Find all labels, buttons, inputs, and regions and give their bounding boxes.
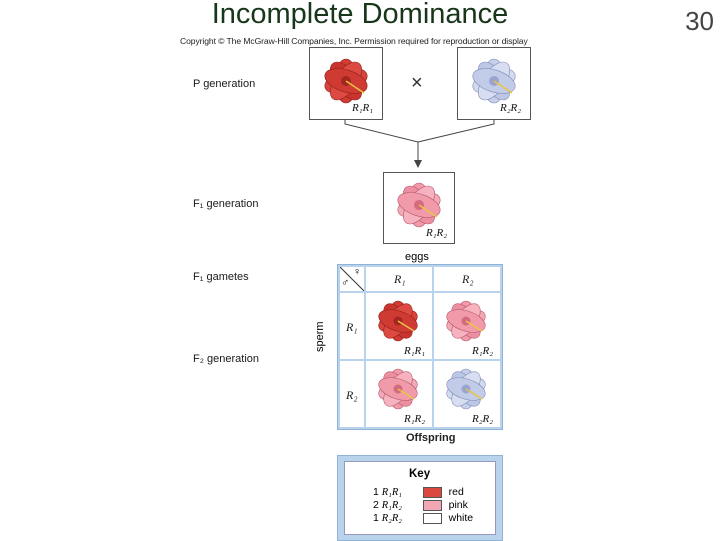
key-genotype: R₁R₂ [381, 500, 402, 511]
offspring-cell-r2r2: R₂R₂ [434, 361, 500, 427]
key-genotype: R₁R₁ [381, 487, 402, 498]
pink-swatch [422, 499, 442, 511]
offspring-cell-r1r1: R₁R₁ [366, 293, 432, 359]
key-row-pink: 2 R₁R₂ pink [373, 499, 468, 511]
p-generation-label: P generation [193, 78, 256, 90]
f1-pink-flower: R₁R₂ [383, 172, 455, 244]
key-phenotype: red [448, 486, 464, 498]
key-count: 1 [373, 486, 379, 498]
offspring-cell-r1r2-a: R₁R₂ [434, 293, 500, 359]
pink-flower-icon [446, 300, 486, 342]
pink-flower-icon [397, 182, 441, 228]
eggs-label: eggs [405, 251, 429, 263]
copyright-notice: Copyright © The McGraw-Hill Companies, I… [180, 36, 528, 46]
sperm-header-r2: R₂ [340, 361, 364, 427]
cross-symbol: × [411, 72, 423, 94]
sperm-label: sperm [314, 321, 326, 352]
key-count: 2 [373, 499, 379, 511]
red-parent-flower: R₁R₁ [309, 47, 383, 120]
phenotype-key: Key 1 R₁R₁ red 2 R₁R₂ pink 1 R₂R₂ white [337, 455, 503, 541]
red-parent-genotype: R₁R₁ [352, 102, 374, 114]
egg-header-r1: R₁ [366, 267, 432, 291]
white-flower-icon [472, 58, 516, 104]
offspring-label: Offspring [406, 432, 456, 444]
slide-number: 30 [685, 6, 714, 36]
key-count: 1 [373, 512, 379, 524]
white-parent-flower: R₂R₂ [457, 47, 531, 120]
egg-header-r2: R₂ [434, 267, 500, 291]
f2-generation-label: F₂ generation [193, 353, 260, 365]
slide-title: Incomplete Dominance [211, 0, 509, 30]
red-swatch [422, 486, 442, 498]
punnett-square: ♀ ♂ R₁ R₂ R₁ R₂ R₁R₁ [337, 264, 503, 430]
female-symbol-icon: ♀ [353, 266, 362, 278]
white-parent-genotype: R₂R₂ [500, 102, 522, 114]
f1-genotype: R₁R₂ [426, 227, 448, 239]
pink-flower-icon [378, 368, 418, 410]
red-flower-icon [378, 300, 418, 342]
white-flower-icon [446, 368, 486, 410]
key-phenotype: white [448, 512, 474, 524]
f1-gametes-label: F₁ gametes [193, 271, 249, 283]
key-phenotype: pink [448, 499, 468, 511]
key-row-white: 1 R₂R₂ white [373, 512, 473, 524]
key-genotype: R₂R₂ [381, 513, 402, 524]
male-symbol-icon: ♂ [341, 277, 350, 289]
sperm-header-r1: R₁ [340, 293, 364, 359]
key-row-red: 1 R₁R₁ red [373, 486, 464, 498]
white-swatch [422, 512, 442, 524]
key-title: Key [409, 468, 431, 480]
offspring-cell-r1r2-b: R₁R₂ [366, 361, 432, 427]
red-flower-icon [324, 58, 368, 104]
punnett-corner: ♀ ♂ [340, 266, 364, 291]
key-panel: Key 1 R₁R₁ red 2 R₁R₂ pink 1 R₂R₂ white [344, 461, 496, 535]
f1-generation-label: F₁ generation [193, 198, 259, 210]
